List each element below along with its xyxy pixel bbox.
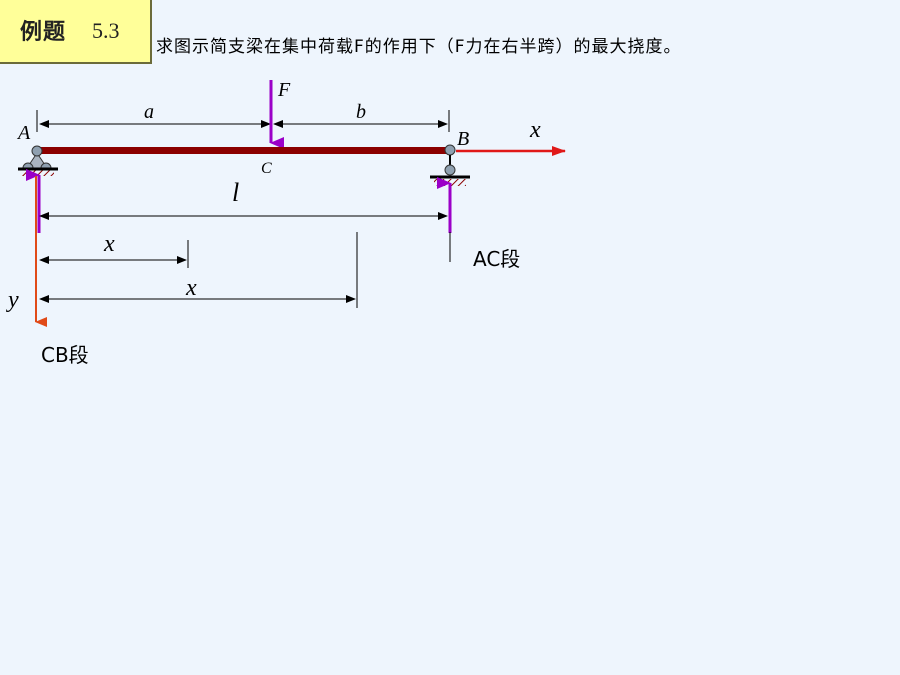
label-segment-cb: CB段 bbox=[41, 343, 89, 367]
dimension-x-ac bbox=[39, 240, 189, 268]
label-point-b: B bbox=[457, 128, 469, 150]
dimension-l bbox=[39, 212, 451, 262]
beam bbox=[36, 147, 450, 154]
label-axis-y: y bbox=[6, 287, 19, 313]
label-x-cb: x bbox=[185, 275, 197, 301]
dimension-a bbox=[36, 110, 273, 132]
label-point-c: C bbox=[261, 160, 272, 177]
badge-number: 5.3 bbox=[92, 18, 120, 43]
badge-label: 例题 bbox=[20, 19, 67, 45]
label-segment-ac: AC段 bbox=[473, 247, 520, 271]
label-b: b bbox=[356, 101, 366, 123]
label-a: a bbox=[144, 101, 154, 123]
dimension-x-cb bbox=[39, 232, 358, 308]
label-l: l bbox=[232, 178, 239, 207]
label-point-a: A bbox=[16, 122, 31, 144]
label-force: F bbox=[277, 79, 291, 101]
dimension-b bbox=[273, 110, 450, 132]
label-axis-x: x bbox=[529, 117, 541, 143]
label-x-ac: x bbox=[103, 231, 115, 257]
example-badge: 例题 5.3 bbox=[0, 0, 152, 64]
problem-statement: 求图示简支梁在集中荷载F的作用下（F力在右半跨）的最大挠度。 bbox=[156, 37, 682, 57]
